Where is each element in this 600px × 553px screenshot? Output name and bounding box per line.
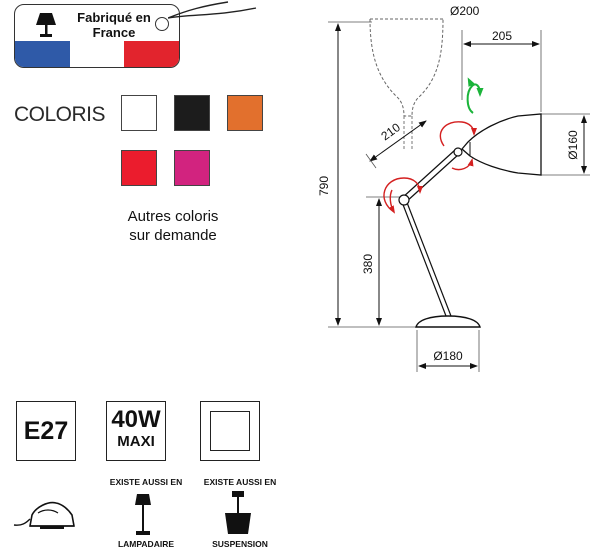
- tag-hole: [155, 17, 169, 31]
- table-lamp-icon: [36, 13, 56, 37]
- other-colors-line-1: Autres coloris: [127, 208, 219, 225]
- power-note: MAXI: [117, 433, 155, 450]
- dim-base-diameter: Ø180: [433, 349, 463, 363]
- arm-length-dimension: [461, 30, 542, 112]
- color-swatch-red[interactable]: [121, 150, 157, 186]
- dim-shade-side-diameter: Ø160: [566, 130, 580, 160]
- total-height-dimension: [328, 21, 420, 328]
- floor-lamp-icon[interactable]: [130, 493, 156, 537]
- lamp-dimension-drawing: 790 380 205 Ø160 210 Ø200 Ø180: [317, 4, 590, 372]
- color-swatch-magenta[interactable]: [174, 150, 210, 186]
- shade-length-dimension: [365, 120, 427, 169]
- variant-pendant[interactable]: SUSPENSION: [212, 539, 268, 549]
- flag-red: [124, 41, 179, 67]
- made-in-france-badge: Fabriqué en France: [14, 4, 180, 68]
- foot-switch-icon: [13, 501, 75, 529]
- also-exists-right: EXISTE AUSSI EN: [203, 477, 277, 487]
- shade-side-diameter-dimension: [541, 113, 590, 176]
- flag-white: [69, 41, 125, 67]
- badge-line-2: France: [92, 25, 136, 40]
- double-insulation-box: [200, 401, 260, 461]
- also-exists-left: EXISTE AUSSI EN: [109, 477, 183, 487]
- lamp-drawing: [398, 113, 542, 328]
- color-swatch-orange[interactable]: [227, 95, 263, 131]
- tag-string: [168, 1, 257, 19]
- max-power-box: 40W MAXI: [106, 401, 166, 461]
- variant-floor-lamp[interactable]: LAMPADAIRE: [117, 539, 175, 549]
- french-flag: [15, 41, 179, 67]
- dim-total-height: 790: [317, 176, 331, 196]
- double-insulation-icon: [210, 411, 250, 451]
- other-colors-note: Autres coloris sur demande: [98, 207, 248, 245]
- badge-line-1: Fabriqué en: [77, 10, 151, 25]
- base-diameter-dimension: [416, 330, 480, 372]
- lower-arm-dimension: [366, 196, 400, 326]
- flag-blue: [15, 41, 70, 67]
- color-swatch-black[interactable]: [174, 95, 210, 131]
- rotation-indicators: [383, 77, 484, 214]
- socket-type-box: E27: [16, 401, 76, 461]
- color-swatch-white[interactable]: [121, 95, 157, 131]
- badge-text: Fabriqué en France: [59, 10, 169, 40]
- colors-label: COLORIS: [14, 103, 106, 126]
- power-value: 40W: [111, 406, 161, 433]
- other-colors-line-2: sur demande: [129, 227, 217, 244]
- pendant-lamp-icon[interactable]: [223, 490, 253, 536]
- dim-lower-arm: 380: [361, 254, 375, 274]
- dim-top-diameter: Ø200: [450, 4, 480, 18]
- dim-arm-length: 205: [492, 29, 512, 43]
